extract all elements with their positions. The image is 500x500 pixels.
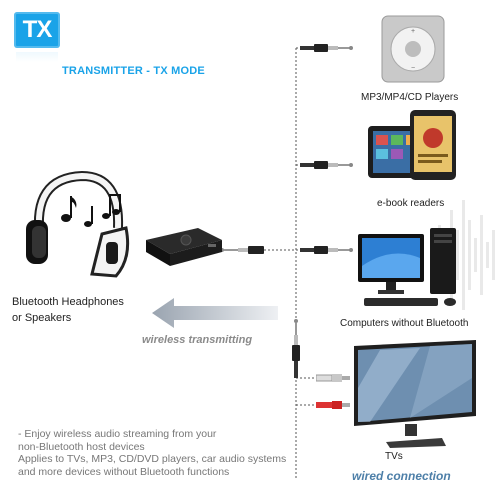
headphones-image: [26, 170, 130, 278]
mode-title: TRANSMITTER - TX MODE: [62, 65, 205, 77]
tx-badge-reflection: [16, 52, 58, 62]
audio-jack-transmitter: [220, 246, 298, 254]
headphones-label-line1: Bluetooth Headphones: [12, 296, 124, 308]
label-mp3-players: MP3/MP4/CD Players: [361, 92, 459, 103]
ebook-reader-image: [368, 110, 456, 180]
description-block: - Enjoy wireless audio streaming from yo…: [18, 428, 308, 478]
svg-text:+: +: [411, 28, 415, 35]
audio-jack-computer: [300, 246, 353, 254]
tv-image: [354, 340, 476, 448]
description-line: and more devices without Bluetooth funct…: [18, 465, 230, 478]
music-notes-icon: [61, 194, 121, 227]
description-line: Applies to TVs, MP3, CD/DVD players, car…: [18, 453, 287, 465]
svg-text:−: −: [411, 65, 415, 72]
wireless-arrow-icon: [152, 298, 278, 328]
wired-connection-label: wired connection: [352, 469, 451, 483]
wireless-transmitting-label: wireless transmitting: [142, 334, 253, 346]
audio-jack-ebook: [300, 161, 353, 169]
mp3-player-image: + −: [381, 15, 445, 83]
rca-plug-red: [316, 401, 350, 409]
description-line: - Enjoy wireless audio streaming from yo…: [18, 428, 217, 440]
tx-badge: TX: [14, 12, 60, 48]
label-ebook-readers: e-book readers: [377, 198, 445, 209]
label-computers: Computers without Bluetooth: [340, 318, 469, 329]
label-tvs: TVs: [385, 451, 403, 462]
rca-plug-white: [316, 374, 350, 382]
description-line: non-Bluetooth host devices: [18, 440, 145, 453]
transmitter-device-image: [146, 228, 222, 266]
audio-jack-tv: [292, 319, 300, 378]
computer-image: [358, 228, 456, 306]
audio-jack-mp3: [300, 44, 353, 52]
headphones-label: Bluetooth Headphones or Speakers: [12, 294, 124, 326]
headphones-label-line2: or Speakers: [12, 312, 72, 324]
